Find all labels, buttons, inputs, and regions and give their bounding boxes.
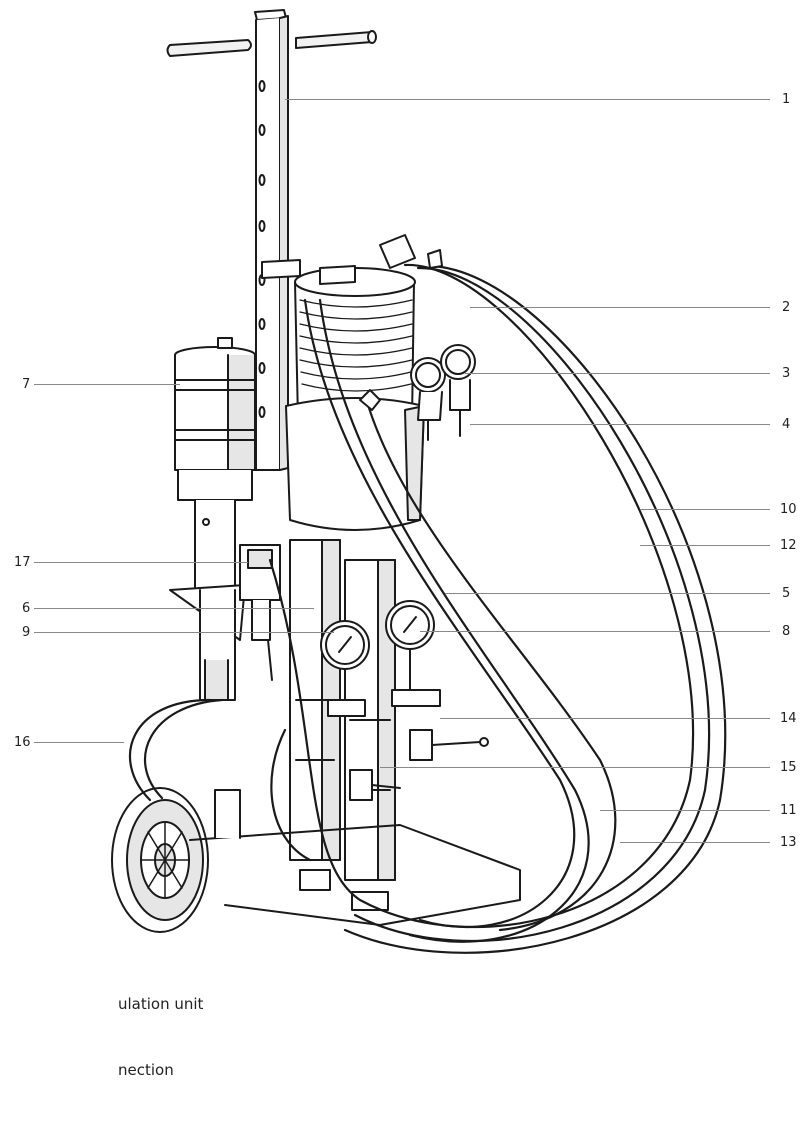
leader-10 <box>640 509 770 510</box>
pump-cart-illustration <box>111 9 727 954</box>
leader-14 <box>440 718 770 719</box>
leader-7 <box>34 384 180 385</box>
callout-2: 2 <box>782 300 791 315</box>
pump-gauges <box>320 600 441 717</box>
leader-12 <box>640 545 770 546</box>
callout-6: 6 <box>22 601 31 616</box>
leader-17 <box>34 562 248 563</box>
callout-9: 9 <box>22 625 31 640</box>
cart-base <box>189 824 521 926</box>
pumps <box>289 539 396 911</box>
callout-10: 10 <box>780 502 797 517</box>
wheel <box>111 787 209 933</box>
caption: ulation unit nection <box>118 949 203 1125</box>
callout-15: 15 <box>780 760 797 775</box>
callout-14: 14 <box>780 711 797 726</box>
caption-line-2: nection <box>118 1061 174 1079</box>
mast <box>255 15 289 471</box>
callout-17: 17 <box>14 555 31 570</box>
caption-line-1: ulation unit <box>118 995 204 1013</box>
callout-3: 3 <box>782 366 791 381</box>
leader-16 <box>34 742 124 743</box>
valves <box>349 729 489 801</box>
leader-2 <box>470 307 770 308</box>
leader-15 <box>380 767 770 768</box>
callout-16: 16 <box>14 735 31 750</box>
hopper <box>285 267 425 531</box>
leader-11 <box>600 810 770 811</box>
leader-6 <box>34 608 314 609</box>
t-handle <box>166 9 377 57</box>
callout-12: 12 <box>780 538 797 553</box>
callout-1: 1 <box>782 92 791 107</box>
callout-4: 4 <box>782 417 791 432</box>
hoses <box>128 263 727 954</box>
callout-8: 8 <box>782 624 791 639</box>
air-motor <box>174 337 256 591</box>
valve-block <box>239 544 281 681</box>
diagram-stage: 1 2 3 4 10 12 5 8 14 15 11 13 7 17 6 9 1… <box>14 9 797 1079</box>
leader-9 <box>34 632 334 633</box>
callout-13: 13 <box>780 835 797 850</box>
callout-11: 11 <box>780 803 797 818</box>
callout-7: 7 <box>22 377 31 392</box>
regulator-gauges <box>410 344 476 441</box>
leader-3 <box>465 373 770 374</box>
leader-8 <box>420 631 770 632</box>
callout-5: 5 <box>782 586 791 601</box>
leader-5 <box>445 593 770 594</box>
leader-1 <box>285 99 770 100</box>
leader-13 <box>620 842 770 843</box>
leader-4 <box>470 424 770 425</box>
